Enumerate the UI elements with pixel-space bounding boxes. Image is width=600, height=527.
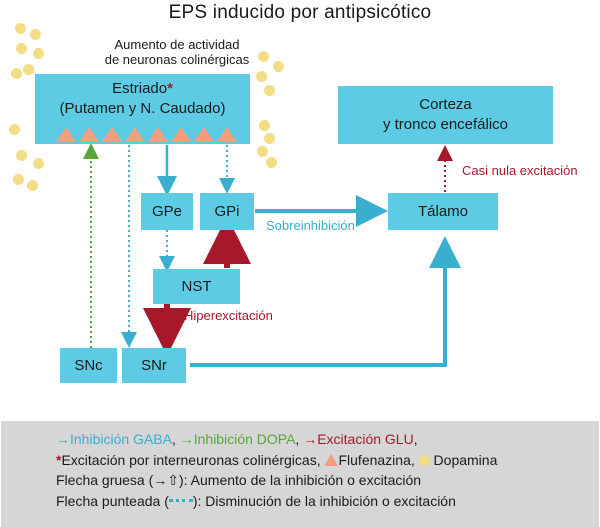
dopamine-dot (13, 174, 24, 185)
dopamine-dot (257, 146, 268, 157)
talamo-box: Tálamo (388, 193, 498, 230)
cholinergic-note-line1: Aumento de actividad (114, 37, 240, 52)
gpe-box: GPe (141, 193, 193, 230)
flufenazina-icon (102, 127, 122, 142)
flufenazina-icon (56, 127, 76, 142)
estriado-subtitle: (Putamen y N. Caudado) (59, 100, 226, 117)
dopamine-dot (273, 61, 284, 72)
dopamine-dot (27, 180, 38, 191)
cholinergic-star: * (167, 80, 173, 97)
legend-gaba: →Inhibición GABA (56, 431, 172, 447)
connector-layer (83, 143, 461, 367)
legend-dopa: →Inhibición DOPA (179, 431, 296, 447)
flufenazina-icon (148, 127, 168, 142)
dopamine-dot (23, 64, 34, 75)
flufenazina-legend-icon (324, 453, 339, 466)
dopamine-dot (11, 68, 22, 79)
corteza-line2: y tronco encefálico (382, 116, 509, 133)
cholinergic-note: Aumento de actividad de neuronas colinér… (52, 37, 302, 67)
legend-glu: →Excitación GLU (303, 431, 414, 447)
dopamina-legend-icon (418, 454, 430, 466)
legend-star: * (56, 451, 62, 468)
legend-row-1: →Inhibición GABA, →Inhibición DOPA, →Exc… (56, 429, 599, 450)
legend: →Inhibición GABA, →Inhibición DOPA, →Exc… (1, 421, 599, 527)
dopamine-dot (30, 29, 41, 40)
diagram-title: EPS inducido por antipsicótico (168, 2, 432, 23)
dopamine-dot (256, 71, 267, 82)
dopamine-dot (33, 48, 44, 59)
estriado-name: Estriado (112, 80, 168, 97)
flufenazina-icon (79, 127, 99, 142)
legend-fluf: Flufenazina (338, 451, 411, 468)
legend-sep: , (410, 451, 419, 468)
legend-colin: Excitación por interneuronas colinérgica… (61, 451, 325, 468)
dopamine-dot (33, 158, 44, 169)
dopamine-dot (16, 43, 27, 54)
dopamine-dot (264, 133, 275, 144)
flufenazina-icon (217, 127, 237, 142)
dopamine-dot (16, 150, 27, 161)
snc-box: SNc (60, 348, 117, 383)
dopamine-dot (9, 124, 20, 135)
legend-row-4: Flecha punteada ( ): Disminución de la in… (56, 491, 599, 512)
legend-end-comma: , (413, 431, 418, 447)
nst-box: NST (153, 269, 240, 304)
sobreinhibicion-label: Sobreinhibición (266, 218, 355, 233)
flufenazina-icon (171, 127, 191, 142)
corteza-line1: Corteza (419, 96, 472, 113)
flufenazina-row (56, 127, 246, 143)
dotted-arrow-sample-icon (168, 498, 193, 502)
cholinergic-note-line2: de neuronas colinérgicas (104, 52, 250, 67)
corteza-box: Corteza y tronco encefálico (338, 86, 553, 144)
casi-nula-label: Casi nula excitación (462, 163, 578, 178)
flufenazina-icon (194, 127, 214, 142)
snr-to-talamo-arrow (190, 236, 461, 367)
legend-row-3: Flecha gruesa (→⇧): Aumento de la inhibi… (56, 472, 422, 488)
flufenazina-icon (125, 127, 145, 142)
legend-row-2: *Excitación por interneuronas colinérgic… (56, 450, 599, 471)
dopamine-dot (264, 85, 275, 96)
dopamine-dot (259, 120, 270, 131)
dopamine-dot (15, 23, 26, 34)
gpi-box: GPi (200, 193, 254, 230)
legend-punteada-post: ): Disminución de la inhibición o excita… (192, 492, 456, 509)
estriado-title: Estriado* (112, 79, 173, 99)
hiperexcitacion-label: Hiperexcitación (184, 308, 273, 323)
snr-box: SNr (122, 348, 186, 383)
legend-punteada-pre: Flecha punteada ( (56, 492, 169, 509)
legend-sep: , (171, 431, 180, 447)
legend-dopamina: Dopamina (433, 451, 498, 468)
legend-sep: , (295, 431, 304, 447)
dopamine-dot (266, 157, 277, 168)
dopamine-dot (258, 51, 269, 62)
